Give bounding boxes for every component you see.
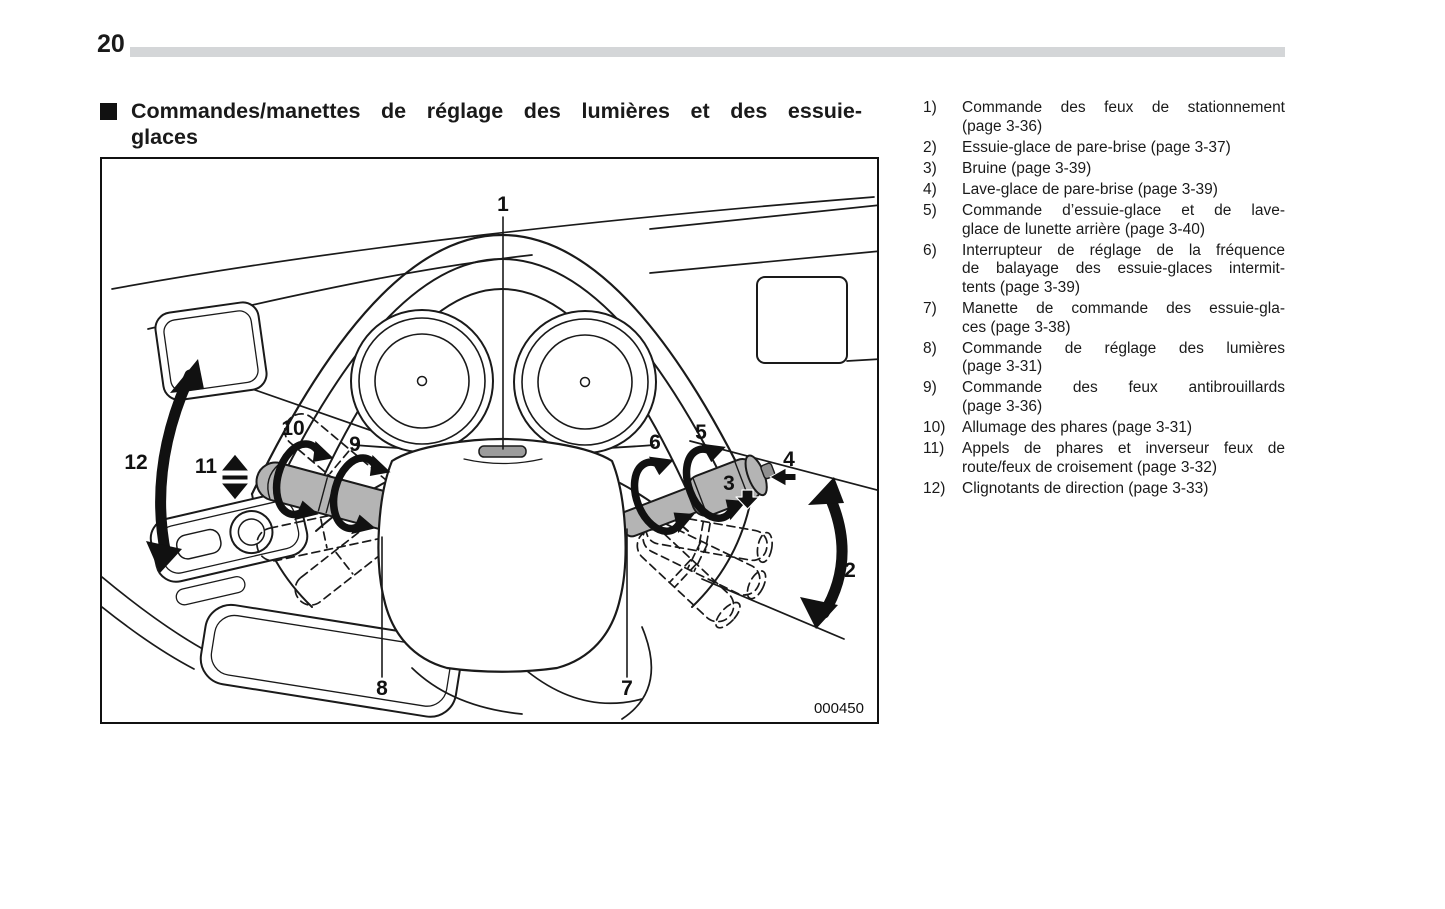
item-line: Lave-glace de pare-brise (page 3-39) — [962, 180, 1218, 198]
down-press-arrow-icon — [735, 489, 760, 510]
item-line: ces (page 3-38) — [962, 318, 1071, 336]
item-line: Essuie-glace de pare-brise (page 3-37) — [962, 138, 1231, 156]
legend-item: 6) Interrupteur de réglage de la fréquenc… — [923, 242, 1285, 298]
steering-column-diagram: 1 2 3 4 5 6 7 8 9 10 11 12 000450 — [101, 193, 882, 720]
item-number: 9) — [923, 379, 937, 397]
legend-item: 9) Commande des feux antibrouillards(page… — [923, 379, 1285, 416]
item-line: glace de lunette arrière (page 3-40) — [962, 220, 1205, 238]
item-line: (page 3-31) — [962, 358, 1043, 376]
figure-code: 000450 — [814, 700, 864, 717]
legend-item: 7) Manette de commande des essuie-gla-ces… — [923, 300, 1285, 337]
right-trim-panel — [756, 276, 882, 364]
callout-label: 10 — [281, 417, 304, 440]
gauge-right — [513, 310, 657, 454]
heading-line: glaces — [131, 125, 198, 149]
swing-arrow-right-icon — [800, 477, 848, 629]
item-number: 4) — [923, 180, 937, 198]
item-line: Commande des feux de stationnement — [962, 99, 1285, 116]
column-boot — [411, 626, 653, 720]
callout-label: 9 — [349, 433, 361, 456]
item-number: 10) — [923, 419, 946, 436]
item-line: Commande de réglage des lumières — [962, 339, 1285, 357]
gauge-left — [350, 309, 494, 453]
legend-item: 1) Commande des feux de stationnement(pag… — [923, 99, 1285, 136]
push-arrow-icon — [769, 467, 797, 487]
swing-arrow-left-icon — [146, 359, 204, 573]
item-line: (page 3-36) — [962, 117, 1043, 135]
item-number: 8) — [923, 339, 937, 357]
item-number: 7) — [923, 299, 937, 317]
wiper-stalk-dashed-positions — [636, 513, 773, 629]
legend-item: 5) Commande d’essuie-glace et de lave-gla… — [923, 202, 1285, 239]
legend-item: 4) Lave-glace de pare-brise (page 3-39) — [923, 181, 1285, 200]
callout-label: 11 — [195, 455, 218, 478]
callout-label: 5 — [695, 421, 707, 444]
heading-line: Commandes/manettes de réglage des lumièr… — [131, 99, 862, 123]
item-line: Clignotants de direction (page 3-33) — [962, 479, 1209, 497]
item-number: 12) — [923, 479, 946, 497]
callout-label: 3 — [723, 472, 735, 495]
item-line: Commande des feux antibrouillards — [962, 379, 1285, 397]
item-line: Appels de phares et inverseur feux de — [962, 440, 1285, 458]
section-heading-text: Commandes/manettes de réglage des lumièr… — [131, 98, 862, 150]
legend-item: 8) Commande de réglage des lumières(page … — [923, 340, 1285, 377]
legend-item: 10) Allumage des phares (page 3-31) — [923, 419, 1285, 438]
item-number: 1) — [923, 99, 937, 116]
item-line: (page 3-36) — [962, 397, 1043, 415]
item-number: 3) — [923, 159, 937, 177]
item-line: Interrupteur de réglage de la fréquence — [962, 241, 1285, 259]
item-line: Commande d’essuie-glace et de lave- — [962, 201, 1285, 219]
legend-item: 3) Bruine (page 3-39) — [923, 160, 1285, 179]
item-number: 11) — [923, 440, 945, 458]
callout-label: 8 — [376, 677, 388, 700]
item-line: de balayage des essuie-glaces intermit- — [962, 260, 1285, 278]
steering-wheel-hub — [377, 437, 627, 673]
callout-label: 1 — [497, 193, 509, 216]
updown-arrow-icon — [220, 453, 250, 501]
section-heading: Commandes/manettes de réglage des lumièr… — [100, 98, 862, 150]
item-line: Manette de commande des essuie-gla- — [962, 299, 1285, 317]
page-number: 20 — [97, 30, 125, 58]
item-line: Allumage des phares (page 3-31) — [962, 419, 1193, 436]
header-rule — [130, 47, 1285, 57]
item-number: 2) — [923, 138, 937, 156]
item-line: route/feux de croisement (page 3-32) — [962, 458, 1218, 476]
callout-label: 4 — [783, 448, 795, 471]
legend-item: 2) Essuie-glace de pare-brise (page 3-37) — [923, 139, 1285, 158]
legend-item: 11) Appels de phares et inverseur feux de… — [923, 440, 1285, 477]
legend-item: 12) Clignotants de direction (page 3-33) — [923, 480, 1285, 499]
left-vent — [154, 301, 268, 401]
callout-label: 6 — [649, 431, 661, 454]
callout-label: 7 — [621, 677, 633, 700]
callout-labels: 1 2 3 4 5 6 7 8 9 10 11 12 000450 — [124, 193, 864, 717]
callout-label: 2 — [844, 559, 856, 582]
figure-box: 1 2 3 4 5 6 7 8 9 10 11 12 000450 — [100, 157, 882, 724]
item-number: 6) — [923, 241, 937, 259]
legend-list: 1)Commande des feux de stationnement(pag… — [923, 99, 1285, 501]
leader-lines — [381, 216, 628, 678]
item-line: Bruine (page 3-39) — [962, 159, 1092, 177]
section-bullet-square — [100, 103, 117, 120]
item-line: tents (page 3-39) — [962, 278, 1081, 296]
callout-label: 12 — [124, 451, 147, 474]
item-number: 5) — [923, 201, 937, 219]
knee-panel — [199, 603, 462, 718]
